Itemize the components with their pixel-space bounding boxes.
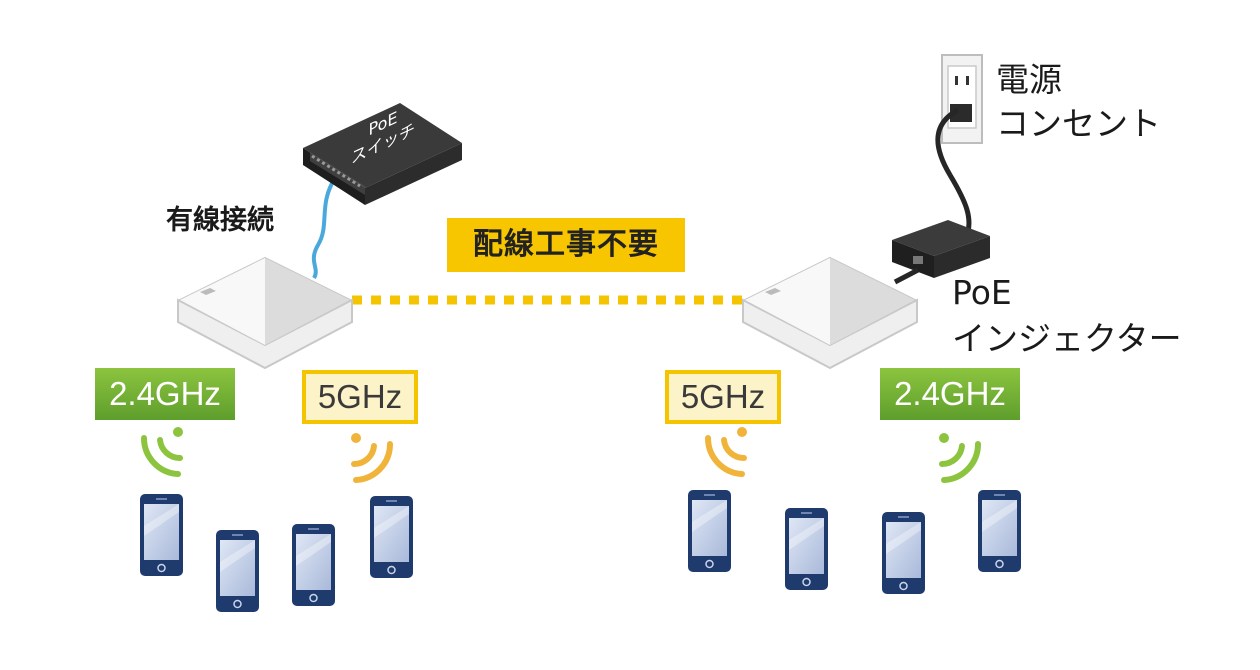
injector-label-line2: インジェクター: [952, 319, 1182, 358]
wifi-signal-icon: [140, 427, 982, 483]
smartphone-icon: [370, 496, 413, 578]
band-right-5ghz: 5GHz: [665, 370, 781, 424]
smartphone-icon: [140, 494, 183, 576]
band-left-5ghz: 5GHz: [302, 370, 418, 424]
poe-injector: [892, 220, 990, 278]
no-wiring-callout: 配線工事不要: [447, 218, 685, 272]
wired-connection-label: 有線接続: [166, 205, 274, 236]
band-right-2-4ghz: 2.4GHz: [880, 368, 1020, 420]
poe-switch: [303, 103, 462, 205]
outlet-label-line1: 電源: [996, 60, 1062, 99]
injector-label: PoE インジェクター: [952, 270, 1182, 362]
smartphone-icon: [785, 508, 828, 590]
band-left-2-4ghz: 2.4GHz: [95, 368, 235, 420]
poe-cable: [893, 267, 920, 285]
outlet-label: 電源 コンセント: [996, 58, 1161, 146]
smartphones: [140, 490, 1021, 612]
access-point-left: [177, 256, 353, 370]
injector-label-line1: PoE: [952, 273, 1012, 312]
power-outlet: [941, 54, 983, 144]
power-cable: [935, 107, 972, 242]
smartphone-icon: [292, 524, 335, 606]
smartphone-icon: [882, 512, 925, 594]
smartphone-icon: [216, 530, 259, 612]
access-point-right: [742, 256, 918, 370]
ethernet-cable: [311, 176, 337, 280]
outlet-label-line2: コンセント: [996, 104, 1161, 143]
smartphone-icon: [978, 490, 1021, 572]
smartphone-icon: [688, 490, 731, 572]
